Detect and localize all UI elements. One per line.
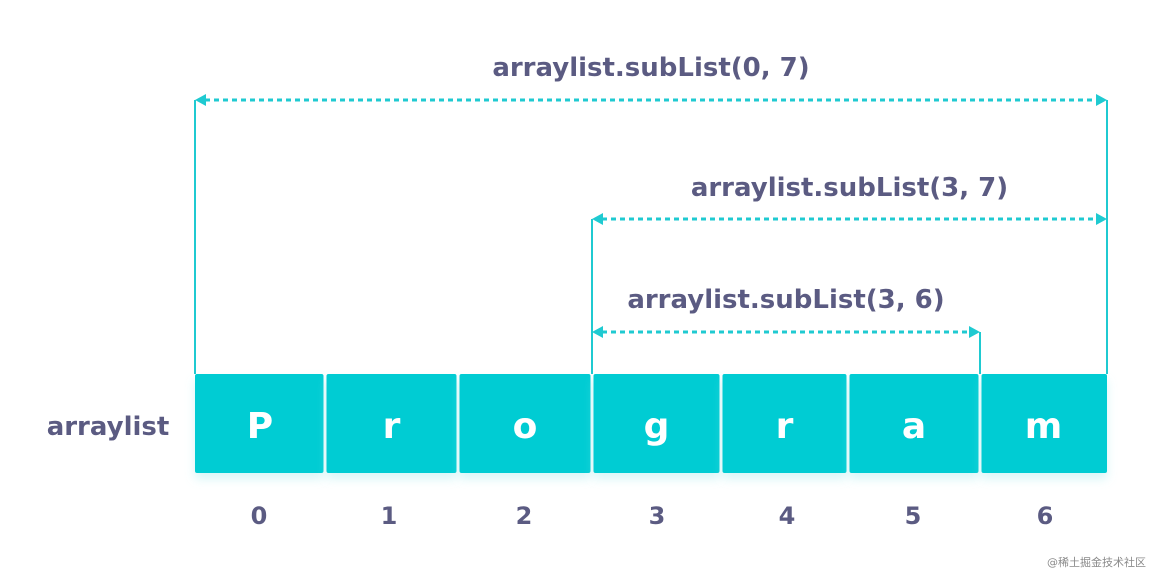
array-cell-value-1: r bbox=[383, 406, 401, 447]
sublist-range-1: arraylist.subList(3, 7) bbox=[591, 173, 1108, 374]
array-cell-4 bbox=[722, 374, 847, 473]
sublist-label: arraylist.subList(0, 7) bbox=[492, 53, 809, 83]
array-cell-2 bbox=[459, 374, 591, 473]
sublist-arrowhead-right bbox=[1096, 213, 1107, 225]
array-cell-5 bbox=[849, 374, 979, 473]
sublist-ranges: arraylist.subList(0, 7) arraylist.subList… bbox=[194, 53, 1108, 374]
index-label-3: 3 bbox=[649, 502, 666, 530]
array-cell-value-6: m bbox=[1025, 406, 1063, 447]
array-label: arraylist bbox=[47, 412, 170, 442]
array-cell-3 bbox=[593, 374, 720, 473]
sublist-arrowhead-left bbox=[592, 326, 603, 338]
array-cell-value-4: r bbox=[776, 406, 794, 447]
sublist-arrowhead-right bbox=[1096, 94, 1107, 106]
index-label-0: 0 bbox=[251, 502, 268, 530]
array-cell-value-5: a bbox=[902, 406, 926, 447]
sublist-arrowhead-left bbox=[195, 94, 206, 106]
watermark: @稀土掘金技术社区 bbox=[1047, 556, 1146, 569]
index-label-2: 2 bbox=[516, 502, 533, 530]
index-label-1: 1 bbox=[381, 502, 398, 530]
sublist-arrowhead-right bbox=[969, 326, 980, 338]
array-cell-value-2: o bbox=[513, 406, 538, 447]
array-cell-1 bbox=[326, 374, 457, 473]
sublist-range-0: arraylist.subList(0, 7) bbox=[194, 53, 1108, 374]
sublist-range-2: arraylist.subList(3, 6) bbox=[591, 285, 981, 374]
sublist-arrowhead-left bbox=[592, 213, 603, 225]
sublist-label: arraylist.subList(3, 6) bbox=[627, 285, 944, 315]
sublist-label: arraylist.subList(3, 7) bbox=[691, 173, 1008, 203]
index-label-6: 6 bbox=[1037, 502, 1054, 530]
array-cell-0 bbox=[195, 374, 324, 473]
index-label-5: 5 bbox=[905, 502, 922, 530]
index-labels: 0 1 2 3 4 5 6 bbox=[251, 502, 1054, 530]
array-cell-value-3: g bbox=[644, 406, 670, 447]
array-cell-value-0: P bbox=[247, 406, 273, 447]
index-label-4: 4 bbox=[779, 502, 796, 530]
array-cell-6 bbox=[981, 374, 1107, 473]
